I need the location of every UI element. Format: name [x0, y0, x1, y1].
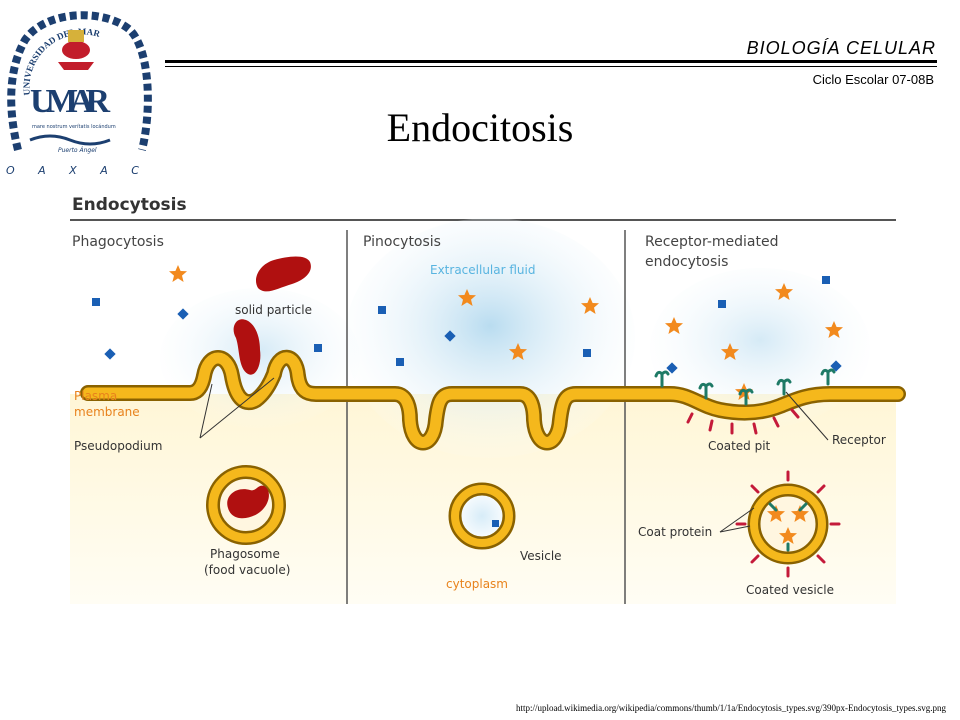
- label-coated-pit: Coated pit: [708, 439, 771, 453]
- label-coat-protein: Coat protein: [638, 525, 712, 539]
- school-cycle: Ciclo Escolar 07-08B: [812, 72, 934, 87]
- star-icon: [169, 265, 187, 282]
- section-phagocytosis: Phagocytosis: [72, 234, 164, 250]
- label-cytoplasm: cytoplasm: [446, 577, 508, 591]
- logo-state: O A X A C A: [6, 164, 160, 177]
- label-coated-vesicle: Coated vesicle: [746, 583, 834, 597]
- course-name: BIOLOGÍA CELULAR: [746, 38, 936, 58]
- pseudopodium-pointer-2: [199, 377, 275, 439]
- label-plasma-membrane-line2: membrane: [74, 405, 140, 419]
- receptor-icons: [654, 368, 836, 406]
- extracellular-fluid-area: [345, 218, 635, 458]
- phagosome-particle-icon: [227, 485, 269, 519]
- plasma-membrane-fill: [82, 352, 904, 448]
- logo-motto: mare nostrum verítatis locándum: [32, 123, 116, 130]
- university-logo: UNIVERSIDAD DEL MAR UMAR mare nostrum ve…: [6, 11, 160, 177]
- coated-vesicle-coat-ticks: [735, 470, 841, 578]
- label-receptor: Receptor: [832, 433, 886, 447]
- coat-protein-pointer-1: [719, 507, 755, 533]
- logo-sea-icon: [29, 134, 111, 146]
- label-phagosome-line1: Phagosome: [210, 547, 280, 561]
- label-plasma-membrane-line1: Plasma: [74, 389, 117, 403]
- section-receptor-line2: endocytosis: [645, 254, 728, 270]
- solid-particle-icon: [255, 256, 311, 292]
- diagram-heading: Endocytosis: [72, 195, 187, 215]
- page-title: Endocitosis: [386, 105, 574, 150]
- label-phagosome-line2: (food vacuole): [204, 563, 290, 577]
- logo-emblem-icon: [58, 30, 94, 70]
- coated-vesicle-membrane: [750, 486, 826, 562]
- label-pseudopodium: Pseudopodium: [74, 439, 162, 453]
- coat-protein-pointer-2: [719, 525, 751, 533]
- receptor-pointer: [785, 391, 829, 441]
- logo-chain-border: [7, 11, 152, 151]
- pseudopodium-pointer-1: [199, 383, 213, 439]
- image-source-url: http://upload.wikimedia.org/wikipedia/co…: [515, 703, 946, 713]
- label-solid-particle: solid particle: [235, 303, 312, 317]
- vesicle-molecule-icon: [492, 520, 499, 527]
- logo-initials: UMAR: [30, 83, 110, 120]
- label-extracellular-fluid: Extracellular fluid: [430, 263, 535, 277]
- header-divider-thick: [165, 60, 937, 63]
- endocytosis-diagram: Endocytosis Phagocytosis Pinocytosis Rec…: [70, 195, 906, 604]
- section-pinocytosis: Pinocytosis: [363, 234, 441, 250]
- engulfed-particle-icon: [233, 319, 261, 375]
- section-receptor-line1: Receptor-mediated: [645, 234, 778, 250]
- logo-place: Puerto Ángel: [58, 147, 97, 154]
- label-vesicle: Vesicle: [520, 549, 562, 563]
- header-divider-thin: [165, 66, 937, 67]
- coat-protein-ticks: [686, 408, 800, 435]
- phagosome-membrane: [208, 467, 284, 543]
- pinocytosis-vesicle-membrane: [451, 485, 513, 547]
- vesicle-receptor-icons: [768, 502, 808, 552]
